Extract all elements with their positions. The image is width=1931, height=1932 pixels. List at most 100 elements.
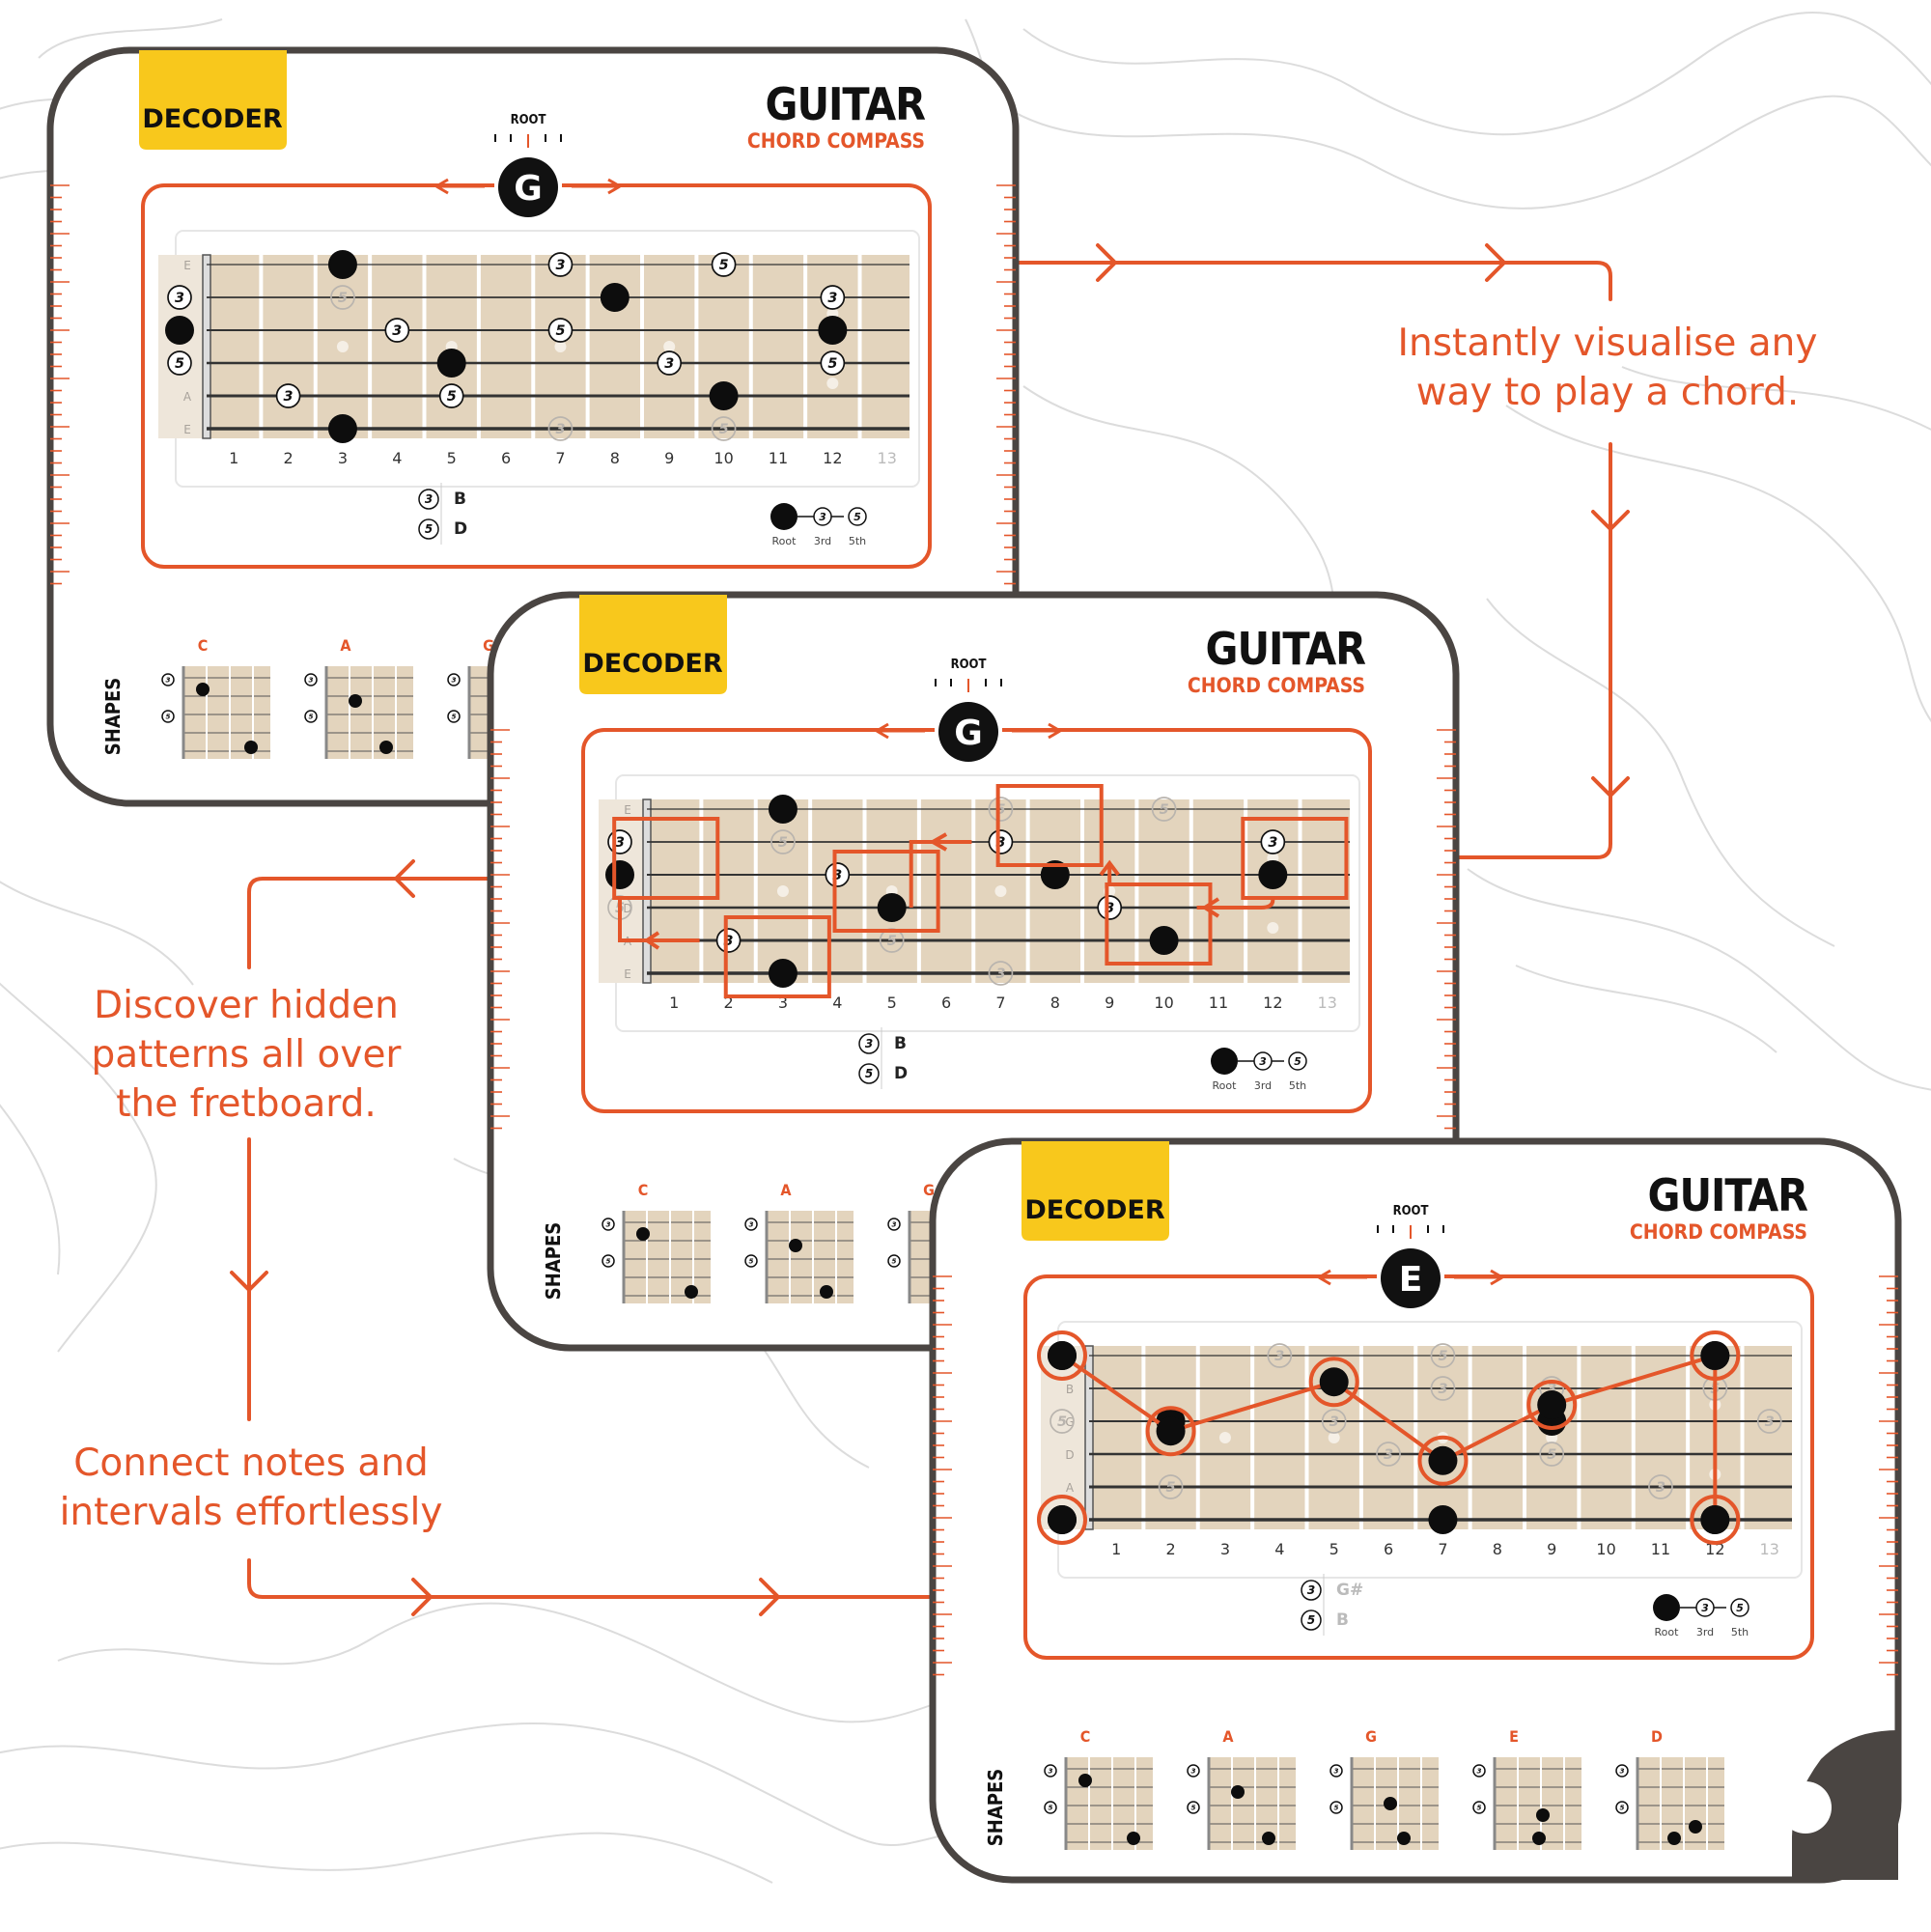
fret-number: 4 [392, 449, 402, 467]
interval-marker-label: 5 [447, 389, 457, 405]
flow-chevron-icon [1096, 243, 1506, 282]
root-note-dial [498, 157, 558, 217]
root-note-dot [709, 381, 739, 410]
pattern-box [612, 817, 720, 900]
fret-number: 7 [555, 449, 565, 467]
pattern-link [1099, 859, 1120, 884]
shape-interval [1472, 1801, 1486, 1814]
interval-marker-label: 5 [425, 522, 433, 536]
interval-marker-label: 3 [555, 258, 565, 273]
legend-key-label: 3rd [1254, 1079, 1272, 1092]
guitar-title: GUITAR [765, 78, 926, 130]
fret-number: 5 [1329, 1540, 1339, 1558]
interval-marker-label: 3 [284, 389, 294, 405]
shape-diagram [767, 1211, 854, 1303]
root-note-dot [1319, 1367, 1349, 1397]
flow-chevron-icon [1591, 510, 1630, 798]
interval-marker-label: 5 [308, 713, 313, 721]
fret-number: 12 [1263, 994, 1282, 1012]
interval-note-label: G# [1336, 1581, 1363, 1600]
contour-line [0, 1722, 947, 1847]
fret-inlay [1218, 1432, 1231, 1443]
fret-number: 2 [283, 449, 293, 467]
string-label: A [183, 390, 192, 404]
interval-marker-label: 3 [748, 1220, 753, 1229]
fret-number: 11 [1209, 994, 1228, 1012]
shape-interval [304, 710, 318, 723]
fret-number: 13 [878, 449, 897, 467]
pattern-box [832, 850, 940, 933]
interval-marker-label: 3 [1268, 835, 1277, 851]
interval-marker-label: 5 [865, 1067, 873, 1080]
shape-root-dot [1262, 1832, 1275, 1845]
arrow-right-icon [1454, 1269, 1503, 1286]
root-note-label: E [1399, 1260, 1423, 1300]
connection-ring [1308, 1357, 1359, 1408]
interval-marker-label: 3 [555, 422, 565, 437]
interval-marker [1376, 1442, 1401, 1467]
fret-number: 6 [941, 994, 951, 1012]
shape-root-dot [349, 694, 362, 708]
root-note-dot [818, 316, 848, 345]
fret-number: 3 [338, 449, 348, 467]
arrow-right-icon [572, 178, 621, 195]
fret-number: 11 [1651, 1540, 1670, 1558]
fret-number: 1 [669, 994, 679, 1012]
pattern-link [909, 832, 972, 908]
pattern-box [723, 915, 831, 998]
shape-name: G [483, 636, 494, 655]
connection-ring [1526, 1380, 1578, 1430]
interval-marker-label: 3 [1656, 1480, 1665, 1496]
fret-inlay [554, 341, 567, 352]
caption-patterns: Discover hidden patterns all over the fr… [91, 984, 402, 1126]
arrow-right-icon [1012, 722, 1061, 740]
interval-marker [1151, 797, 1177, 822]
contour-line [0, 1104, 61, 1275]
interval-marker-label: 5 [891, 1257, 896, 1266]
interval-marker-label: 5 [165, 713, 170, 721]
interval-marker [275, 383, 301, 408]
fret-inlay [994, 885, 1007, 897]
decoder-badge-label: DECODER [142, 104, 282, 134]
shape-interval [1044, 1764, 1057, 1778]
fret-number: 5 [447, 449, 457, 467]
interval-marker [825, 862, 851, 887]
legend-root-dot [1211, 1048, 1238, 1075]
interval-marker-label: 3 [165, 676, 170, 685]
shape-root-dot [1127, 1832, 1140, 1845]
fret-number: 4 [1274, 1540, 1284, 1558]
interval-marker-label: 3 [1105, 901, 1114, 916]
shape-root-dot [1078, 1774, 1092, 1787]
shape-name: A [1222, 1727, 1234, 1746]
shape-diagram [326, 666, 413, 759]
contour-line [1505, 405, 1931, 723]
interval-marker [770, 829, 796, 854]
shape-root-dot [1397, 1832, 1411, 1845]
root-note-dot [1700, 1341, 1730, 1370]
shape-diagram [1637, 1757, 1724, 1850]
flow-line-left [247, 877, 492, 969]
interval-marker-label: 3 [1048, 1767, 1052, 1776]
shape-interval [161, 710, 175, 723]
interval-marker-label: 3 [664, 356, 674, 372]
interval-marker [167, 350, 192, 376]
interval-marker [547, 318, 574, 343]
legend-third-marker [1695, 1598, 1715, 1617]
interval-marker-label: 5 [719, 422, 729, 437]
pattern-box [1241, 817, 1349, 900]
guitar-title: GUITAR [1647, 1169, 1808, 1221]
shape-interval [1615, 1801, 1629, 1814]
chord-compass-subtitle: CHORD COMPASS [1630, 1220, 1807, 1244]
interval-marker [657, 350, 683, 376]
interval-marker-label: 3 [865, 1037, 873, 1050]
root-note-dot [1700, 1505, 1730, 1534]
interval-marker-label: 3 [1619, 1767, 1624, 1776]
root-note-dial [1381, 1248, 1441, 1308]
caption-connect: Connect notes and intervals effortlessly [59, 1442, 443, 1534]
contour-line [1621, 366, 1931, 432]
interval-marker-label: 3 [451, 676, 456, 685]
interval-marker [715, 928, 742, 953]
